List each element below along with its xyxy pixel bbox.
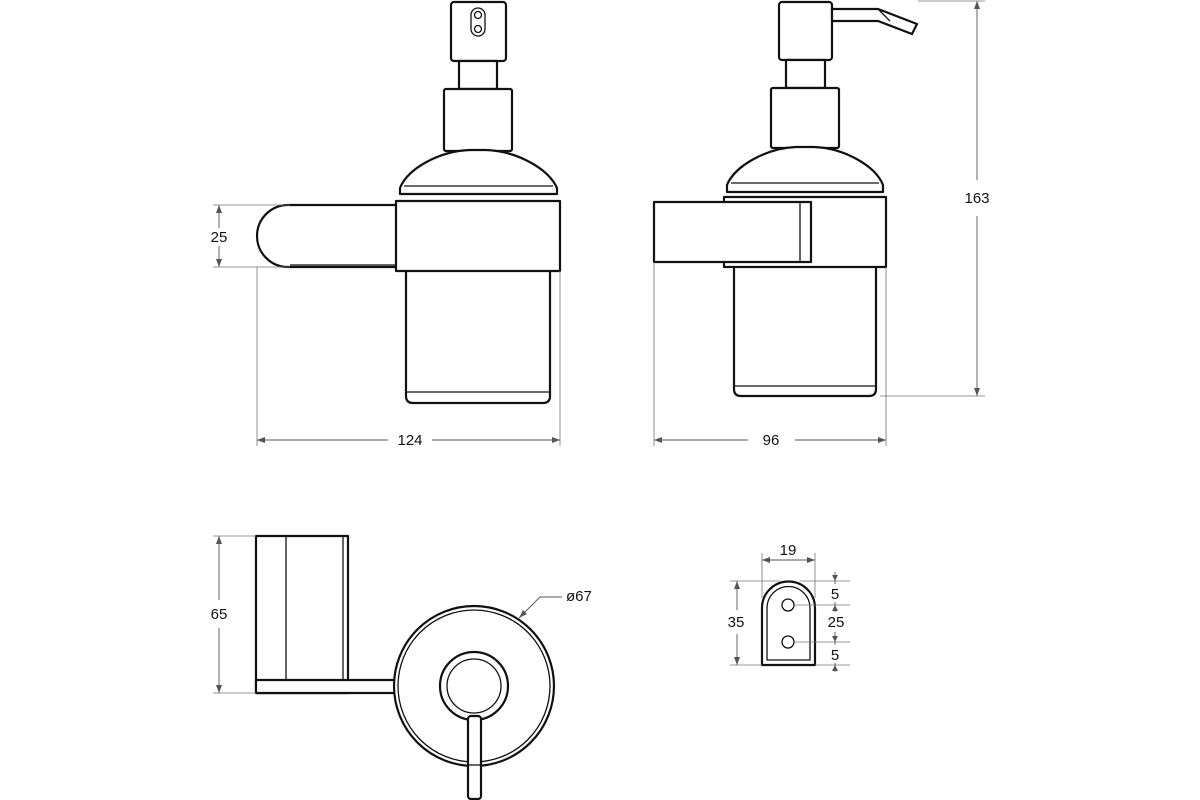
dim-hole-bottom-offset: 5 <box>831 647 839 664</box>
front-pump-dot <box>473 10 483 20</box>
top-pump-ring <box>438 650 510 722</box>
side-pump-head <box>777 0 834 62</box>
top-nozzle <box>466 714 483 800</box>
dim-front-width: 124 <box>397 432 422 449</box>
dim-hole-spacing: 25 <box>828 614 845 631</box>
mounting-plate-view: 19 35 5 25 5 <box>728 542 850 672</box>
side-glass <box>732 260 878 398</box>
dim-top-depth: 65 <box>211 606 228 623</box>
top-view: 65 ø67 <box>211 534 592 800</box>
front-wall-arm <box>255 203 400 269</box>
mounting-plate-outer <box>760 580 817 667</box>
front-pump-head <box>449 0 508 63</box>
dim-hole-top-offset: 5 <box>831 586 839 603</box>
front-pump-collar <box>442 87 514 153</box>
front-pump-stem <box>457 59 499 91</box>
side-view: 96 163 <box>652 0 990 449</box>
front-glass <box>404 264 552 405</box>
top-arm <box>254 678 400 695</box>
side-pump-stem <box>784 58 827 90</box>
dim-plate-height: 35 <box>728 614 745 631</box>
front-pump-slot <box>470 7 486 37</box>
diameter-leader <box>518 596 562 619</box>
front-view: 25 124 <box>211 0 562 449</box>
dim-plate-width: 19 <box>780 542 797 559</box>
front-holder-ring <box>394 199 562 273</box>
dim-bracket-height: 25 <box>211 229 228 246</box>
side-pump-collar <box>769 86 841 150</box>
top-wall-block <box>254 534 350 695</box>
side-nozzle <box>830 7 919 36</box>
side-dome <box>725 145 885 194</box>
front-dome <box>398 148 559 196</box>
dim-overall-height: 163 <box>964 190 989 207</box>
top-pump-ring-inner <box>446 658 502 714</box>
dim-side-depth: 96 <box>763 432 780 449</box>
side-wall-arm <box>652 200 813 264</box>
dim-base-diameter: ø67 <box>566 588 592 605</box>
front-pump-dot-lower <box>473 24 483 34</box>
